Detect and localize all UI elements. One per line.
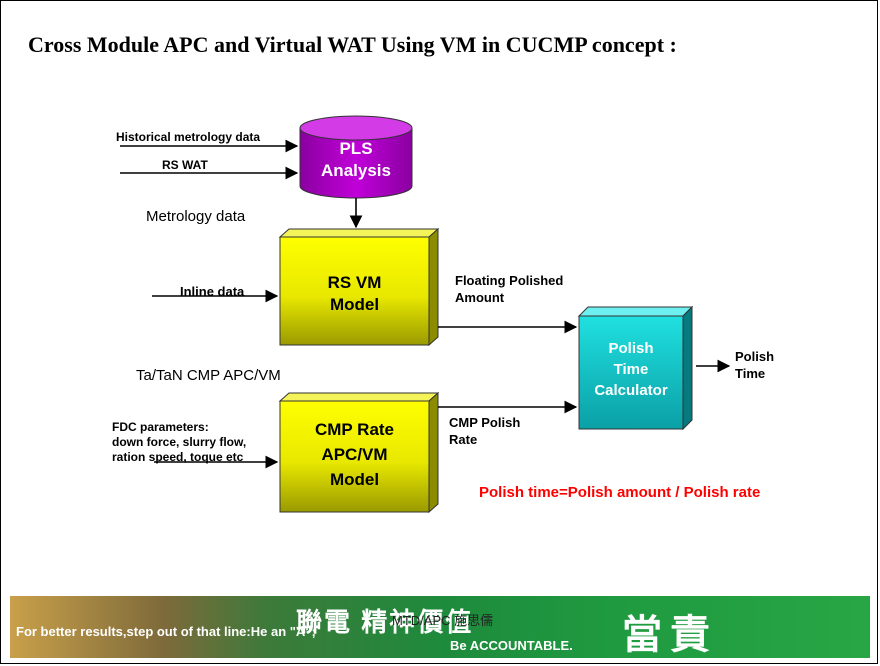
rsvm-line-2: Model — [329, 295, 380, 314]
polish-time-calculator-box — [577, 305, 694, 431]
rs-vm-model-text: RS VM Model — [280, 272, 429, 316]
footer-logo: 當責 — [622, 613, 718, 657]
cmp-line-1: CMP Rate — [314, 420, 395, 439]
polish-time-formula: Polish time=Polish amount / Polish rate — [479, 484, 761, 501]
footer-slogan-accountable: Be ACCOUNTABLE. — [450, 638, 573, 653]
footer-banner: 聯電 精神價值 For better results,step out of t… — [10, 596, 870, 658]
fdc-parameters-label-2: down force, slurry flow, — [112, 435, 247, 449]
polish-time-calculator-text: Polish Time Calculator — [579, 338, 683, 401]
rs-wat-label: RS WAT — [162, 158, 208, 172]
floating-line-1: Floating Polished — [455, 273, 564, 288]
cmp-rate-line-2: Rate — [449, 432, 478, 447]
metrology-data-label: Metrology data — [146, 208, 246, 225]
flow-diagram — [120, 115, 731, 514]
floating-line-2: Amount — [455, 290, 505, 305]
floating-polished-amount-label: Floating Polished Amount — [455, 272, 563, 306]
pls-line-2: Analysis — [321, 161, 391, 180]
cmp-polish-rate-label: CMP Polish Rate — [449, 414, 520, 448]
polish-time-line-1: Polish — [735, 349, 775, 364]
polish-line-1: Polish — [608, 340, 654, 357]
slide-title: Cross Module APC and Virtual WAT Using V… — [28, 32, 677, 57]
inline-data-label: Inline data — [180, 284, 245, 299]
footer-slogan-english: For better results,step out of that line… — [16, 624, 316, 639]
polish-line-3: Calculator — [594, 382, 668, 399]
cmp-rate-model-box — [278, 391, 440, 514]
polish-time-line-2: Time — [735, 366, 766, 381]
cmp-line-3: Model — [329, 470, 380, 489]
cmp-rate-model-text: CMP Rate APC/VM Model — [280, 417, 429, 492]
footer-page-label: MTD/APC 施思儒 — [392, 613, 494, 628]
footer-slogan-chinese: 聯電 精神價值 — [296, 607, 474, 637]
fdc-parameters-label-3: ration speed, toque etc — [112, 450, 244, 464]
polish-time-output-label: Polish Time — [735, 348, 774, 382]
pls-analysis-text: PLS Analysis — [300, 138, 412, 182]
rs-vm-model-box — [278, 227, 440, 347]
pls-line-1: PLS — [339, 139, 373, 158]
rsvm-line-1: RS VM — [327, 273, 382, 292]
section-label: Ta/TaN CMP APC/VM — [136, 367, 281, 384]
cmp-line-2: APC/VM — [321, 445, 388, 464]
historical-metrology-label: Historical metrology data — [116, 130, 261, 144]
fdc-parameters-label-1: FDC parameters: — [112, 420, 209, 434]
polish-line-2: Time — [613, 361, 649, 378]
cmp-rate-line-1: CMP Polish — [449, 415, 521, 430]
pls-analysis-cylinder — [299, 115, 413, 199]
